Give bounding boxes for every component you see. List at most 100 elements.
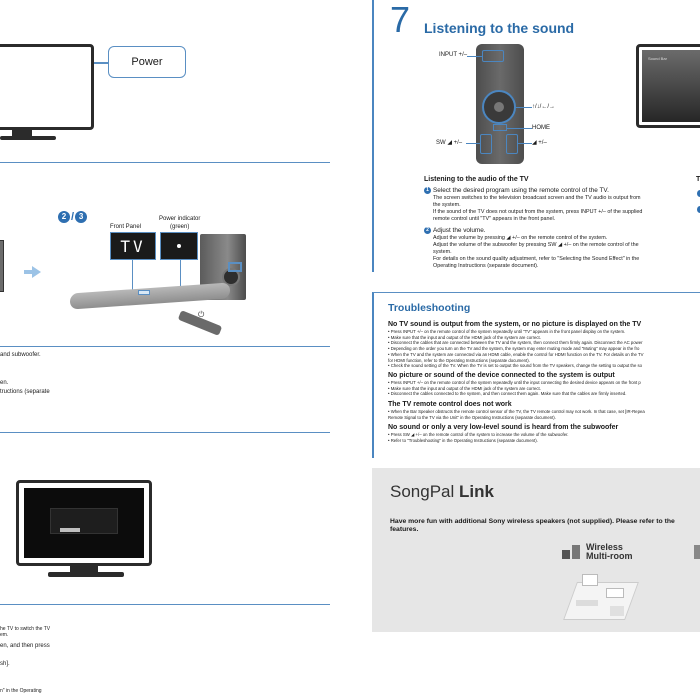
section7-number: 7	[390, 0, 411, 40]
multiroom-label-2: Multi-room	[586, 551, 633, 561]
trouble-heading-4: No sound or only a very low-level sound …	[388, 424, 619, 432]
house-illustration	[562, 572, 640, 622]
trouble-1-bullet-3: • Disconnect the cables that are connect…	[388, 340, 643, 346]
left-text-7: sh].	[0, 661, 10, 667]
callout-pointer	[94, 62, 110, 64]
remote-label-home: HOME	[532, 125, 550, 131]
step-1-line-4: remote control until "TV" appears in the…	[433, 216, 556, 222]
step-badge-2: 2	[58, 211, 70, 223]
trouble-3-bullet-1: • When the Bar Speaker obstructs the rem…	[388, 409, 645, 415]
trouble-item-1: No TV sound is output from the system, o…	[388, 320, 700, 369]
left-text-4: he TV to switch the TV	[0, 626, 51, 632]
trouble-top-rule	[373, 292, 700, 293]
divider-left-3	[0, 432, 330, 433]
remote-leader-vol	[518, 143, 532, 144]
section7-left-border	[372, 0, 374, 272]
remote-sw-highlight	[480, 134, 492, 154]
trouble-2-bullet-3: • Disconnect the cables connected to the…	[388, 391, 627, 397]
subwoofer-driver	[222, 268, 240, 286]
step-1-line-2: the system.	[433, 202, 461, 208]
remote-home-highlight	[493, 124, 507, 131]
tv-base-bottom	[48, 572, 124, 577]
step-2-line-4: For details on the sound quality adjustm…	[433, 256, 640, 262]
trouble-4-bullet-1: • Press SW ◢ +/– on the remote control o…	[388, 432, 569, 438]
left-text-3: tructions (separate	[0, 389, 50, 395]
trouble-item-2: No picture or sound of the device connec…	[388, 371, 700, 397]
tv-stand-top	[12, 130, 32, 136]
remote-leader-arrows	[516, 107, 532, 108]
step-2-line-2: Adjust the volume of the subwoofer by pr…	[433, 242, 639, 248]
step-slash: /	[71, 211, 75, 223]
left-text-6: en, and then press	[0, 643, 50, 649]
trouble-1-bullet-1: • Press INPUT +/– on the remote control …	[388, 329, 626, 334]
power-indicator-color: (green)	[170, 224, 190, 230]
left-text-8: n" in the Operating	[0, 688, 42, 694]
right-cut-badge-1	[697, 190, 700, 197]
sound-bar-front-panel	[138, 290, 150, 295]
remote-dpad-center	[494, 102, 504, 112]
remote-label-input: INPUT +/–	[439, 52, 468, 58]
trouble-1-bullet-6: for HDMI function, refer to the Operatin…	[388, 357, 530, 363]
trouble-3-bullet-2: Remote Signal to the TV via the Unit" in…	[388, 414, 556, 420]
trouble-heading-3: The TV remote control does not work	[388, 401, 512, 409]
step-2-line-3: system.	[433, 249, 452, 255]
multiroom-icon-cut	[694, 545, 700, 559]
tv-illustration-top	[0, 44, 94, 130]
tv-screen-right-label: Sound Bar	[648, 56, 667, 61]
front-panel-display: TV	[110, 232, 156, 260]
remote-label-vol: ◢ +/–	[532, 140, 547, 146]
right-cut-heading: T	[696, 176, 700, 183]
remote-leader-home	[507, 128, 532, 129]
power-callout-label: Power	[131, 56, 163, 68]
songpal-logo-bold: Link	[459, 482, 494, 501]
callout-line-indicator	[180, 260, 181, 290]
remote-leader-input	[467, 56, 482, 57]
sound-bar	[70, 282, 230, 310]
multiroom-label: Wireless Multi-room	[586, 543, 633, 561]
power-led-icon	[177, 244, 181, 248]
trouble-1-bullet-7: • Check the sound setting of the TV. Whe…	[388, 363, 643, 369]
step-1-title-text: Select the desired program using the rem…	[433, 187, 609, 194]
step-1-badge: 1	[424, 187, 431, 194]
arrow-right-icon	[32, 266, 41, 278]
remote-leader-sw	[466, 143, 480, 144]
trouble-left-border	[372, 292, 374, 458]
trouble-1-bullet-5: • When the TV and the system are connect…	[388, 351, 644, 357]
trouble-heading-2: No picture or sound of the device connec…	[388, 371, 615, 379]
remote-input-highlight	[482, 50, 504, 62]
trouble-4-bullet-2: • Refer to "Troubleshooting" in the Oper…	[388, 438, 538, 444]
front-panel-label: Front Panel	[110, 224, 142, 230]
trouble-1-bullet-2: • Make sure that the input and output of…	[388, 334, 541, 340]
step-2-title-text: Adjust the volume.	[433, 227, 486, 234]
multiroom-icon	[562, 545, 580, 559]
divider-left-1	[0, 162, 330, 163]
multiroom-label-1: Wireless	[586, 542, 623, 552]
tv-screen-right	[642, 50, 700, 122]
trouble-2-bullet-2: • Make sure that the input and output of…	[388, 385, 541, 391]
device-left-cut	[0, 240, 4, 292]
trouble-item-4: No sound or only a very low-level sound …	[388, 423, 700, 443]
remote-vol-highlight	[506, 134, 518, 154]
power-indicator-display	[160, 232, 198, 260]
songpal-tagline-1: Have more fun with additional Sony wirel…	[390, 518, 675, 525]
trouble-heading-1: No TV sound is output from the system, o…	[388, 321, 642, 328]
arrow-shaft	[24, 270, 34, 274]
songpal-tagline-2: features.	[390, 526, 419, 533]
callout-line-front	[132, 260, 133, 294]
subheading-listening: Listening to the audio of the TV	[424, 176, 529, 183]
trouble-title: Troubleshooting	[388, 302, 471, 314]
trouble-2-bullet-1: • Press INPUT +/– on the remote control …	[388, 379, 641, 385]
power-indicator-label: Power indicator	[159, 216, 201, 222]
step-1-line-1: The screen switches to the television br…	[433, 195, 641, 201]
step-badge-3: 3	[75, 211, 88, 223]
step-2-badge: 2	[424, 227, 431, 234]
tv-stand-bottom	[70, 566, 98, 572]
divider-left-2	[0, 346, 330, 347]
step-badges: 2 / 3	[58, 211, 88, 223]
trouble-1-bullet-4: • Depending on the order you turn on the…	[388, 346, 640, 352]
left-text-1: and subwoofer.	[0, 352, 41, 358]
step-1-line-3: If the sound of the TV does not output f…	[433, 209, 643, 215]
